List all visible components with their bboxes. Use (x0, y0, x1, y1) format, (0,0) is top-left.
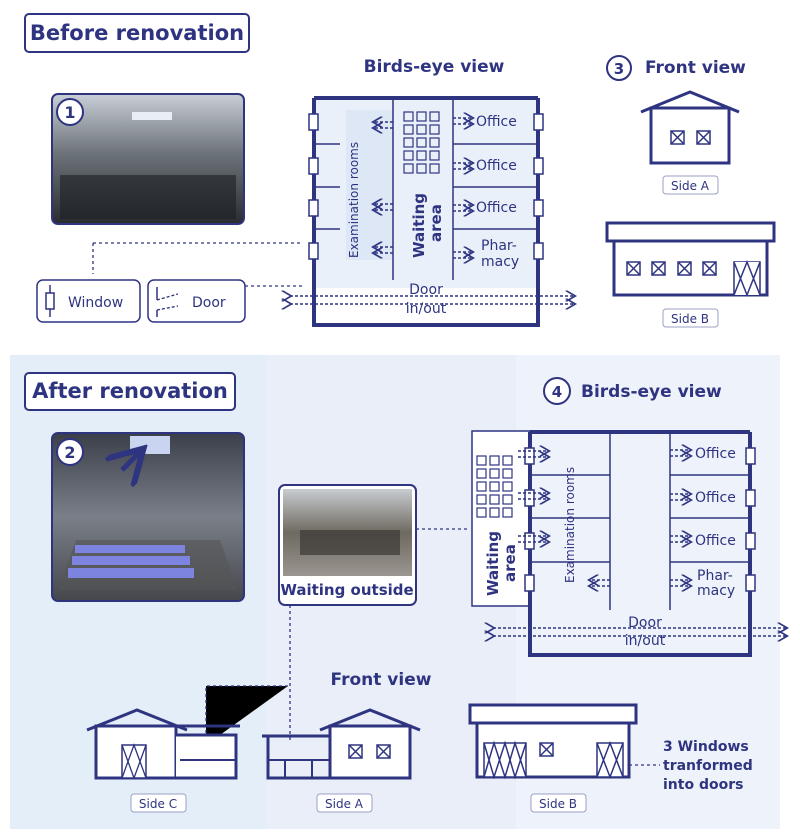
after-side-a-label: Side A (325, 797, 364, 811)
after-front-title: Front view (331, 670, 432, 690)
after-office-2: Office (695, 490, 736, 506)
after-heading: After renovation (32, 379, 228, 403)
waiting-outside-photo: Waiting outside (278, 484, 417, 606)
before-photo: 1 (51, 93, 245, 225)
waiting-outside-label: Waiting outside (280, 581, 413, 599)
after-chairs-grid (476, 455, 513, 518)
photo-number-1: 1 (64, 103, 75, 122)
before-office-1: Office (476, 114, 517, 130)
house-roof-a (640, 90, 740, 114)
number-badge-3 (606, 55, 632, 81)
door-symbol-icon (156, 293, 179, 311)
after-office-3: Office (695, 533, 736, 549)
before-door-line1: Door (409, 282, 443, 298)
legend-window-label: Window (68, 295, 123, 311)
legend-door-box (147, 279, 246, 323)
before-pharmacy-line1: Phar- (481, 238, 517, 254)
house-side-c: Side C (86, 708, 240, 813)
before-floor-plan: Examination rooms Waiting area Office Of… (290, 96, 574, 327)
before-office-3: Office (476, 200, 517, 216)
after-pharmacy-line1: Phar- (697, 568, 733, 584)
outdoor-waiting-area (471, 430, 531, 607)
after-exam-label: Examination rooms (563, 467, 577, 583)
after-door-line2: in/out (625, 633, 666, 649)
house-side-a (649, 106, 731, 165)
after-section: After renovation 2 Waiting outside (10, 355, 786, 829)
after-side-b-label: Side B (539, 797, 577, 811)
before-section: Before renovation 1 Birds-eye view (24, 13, 776, 328)
building-side-b-after: Side B (468, 703, 660, 813)
after-floor-plan: Examination rooms Waiting area Office Of… (471, 430, 786, 657)
after-pharmacy-line2: macy (697, 583, 735, 599)
before-office-2: Office (476, 158, 517, 174)
front-number-3: 3 (614, 60, 624, 78)
note-line2: tranformed (663, 758, 753, 774)
window-symbol-icon (45, 292, 55, 310)
number-badge-1 (56, 98, 84, 126)
note-line1: 3 Windows (663, 739, 749, 755)
skylight-arrow-icon (122, 452, 140, 470)
after-photo: 2 (51, 432, 245, 602)
after-waiting-line2: area (501, 544, 519, 582)
before-heading-box (24, 13, 250, 53)
number-badge-4 (543, 377, 571, 405)
legend-door-label: Door (192, 295, 226, 311)
before-exam-label: Examination rooms (347, 142, 361, 258)
after-door-line1: Door (628, 615, 662, 631)
building-roof-b (605, 221, 776, 243)
after-office-1: Office (695, 446, 736, 462)
before-side-b-label: Side B (671, 312, 709, 326)
before-side-a-label: Side A (671, 179, 710, 193)
chairs-grid (403, 111, 440, 174)
before-pharmacy-line2: macy (481, 254, 519, 270)
before-waiting-line1: Waiting (410, 193, 428, 258)
number-badge-2 (56, 438, 84, 466)
note-line3: into doors (663, 777, 743, 793)
after-side-c-label: Side C (139, 797, 177, 811)
before-front-view: 3 Front view Side A Side B (605, 55, 776, 328)
photo-number-2: 2 (64, 443, 75, 462)
before-front-title: Front view (645, 58, 746, 78)
after-heading-box (24, 372, 236, 411)
before-heading: Before renovation (30, 21, 244, 45)
house-side-a-after: Side A (262, 708, 421, 813)
legend: Window Door (36, 242, 302, 323)
birdseye-number-4: 4 (552, 383, 562, 401)
before-waiting-line2: area (427, 204, 445, 242)
before-door-line2: in/out (406, 301, 447, 317)
after-birdseye-title: Birds-eye view (581, 382, 722, 402)
before-birdseye-title: Birds-eye view (364, 57, 505, 77)
after-waiting-line1: Waiting (484, 531, 502, 596)
legend-window-box (36, 279, 141, 323)
